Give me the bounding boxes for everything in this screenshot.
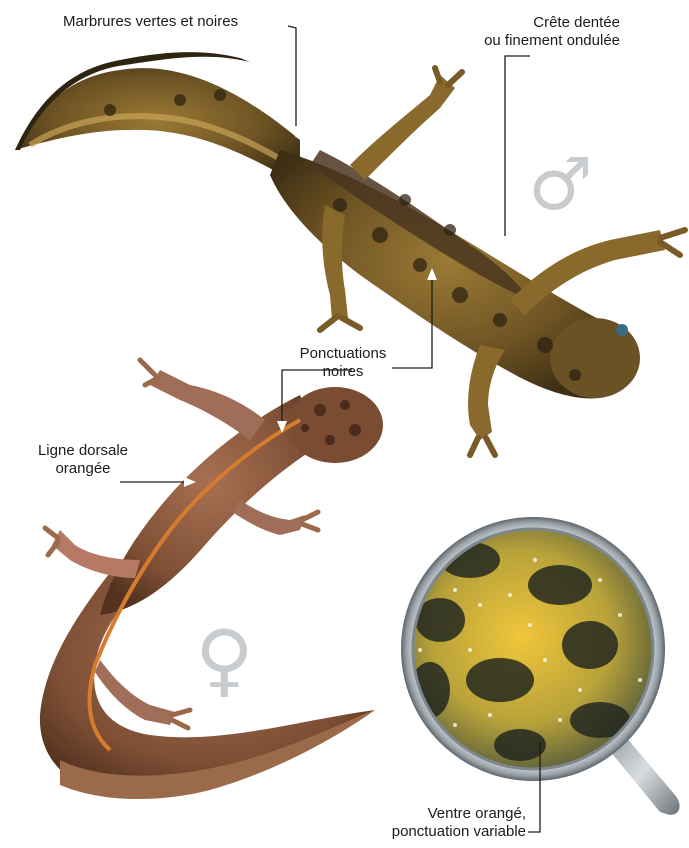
female-symbol-icon: ♀: [195, 620, 254, 700]
female-leg-front-lower: [232, 500, 305, 535]
label-ligne-line2: orangée: [18, 460, 148, 478]
male-leg-front-left: [468, 345, 505, 440]
label-crete-line1: Crête dentée: [418, 14, 620, 32]
male-tail: [15, 68, 300, 185]
male-symbol-icon: ♂: [528, 148, 593, 220]
leader-marbrures: [288, 26, 296, 130]
label-crete-line2: ou finement ondulée: [418, 32, 620, 50]
male-eye: [616, 324, 628, 336]
label-marbrures: Marbrures vertes et noires: [63, 13, 238, 31]
label-ponctuations-line2: noires: [288, 363, 398, 381]
label-ventre-line2: ponctuation variable: [330, 823, 526, 841]
label-ventre-line1: Ventre orangé,: [330, 805, 526, 823]
label-ligne-dorsale: Ligne dorsale orangée: [18, 442, 148, 478]
female-newt: [40, 360, 383, 799]
label-crete: Crête dentée ou finement ondulée: [418, 14, 620, 50]
label-ventre: Ventre orangé, ponctuation variable: [330, 805, 526, 841]
male-leg-front-right: [510, 230, 665, 315]
male-leg-back-right: [350, 75, 455, 180]
female-head: [287, 387, 383, 463]
female-leg-front-upper: [150, 370, 265, 440]
leader-crete: [505, 56, 530, 240]
label-ponctuations: Ponctuations noires: [288, 345, 398, 381]
label-marbrures-text: Marbrures vertes et noires: [63, 13, 238, 30]
label-ligne-line1: Ligne dorsale: [18, 442, 148, 460]
label-ponctuations-line1: Ponctuations: [288, 345, 398, 363]
